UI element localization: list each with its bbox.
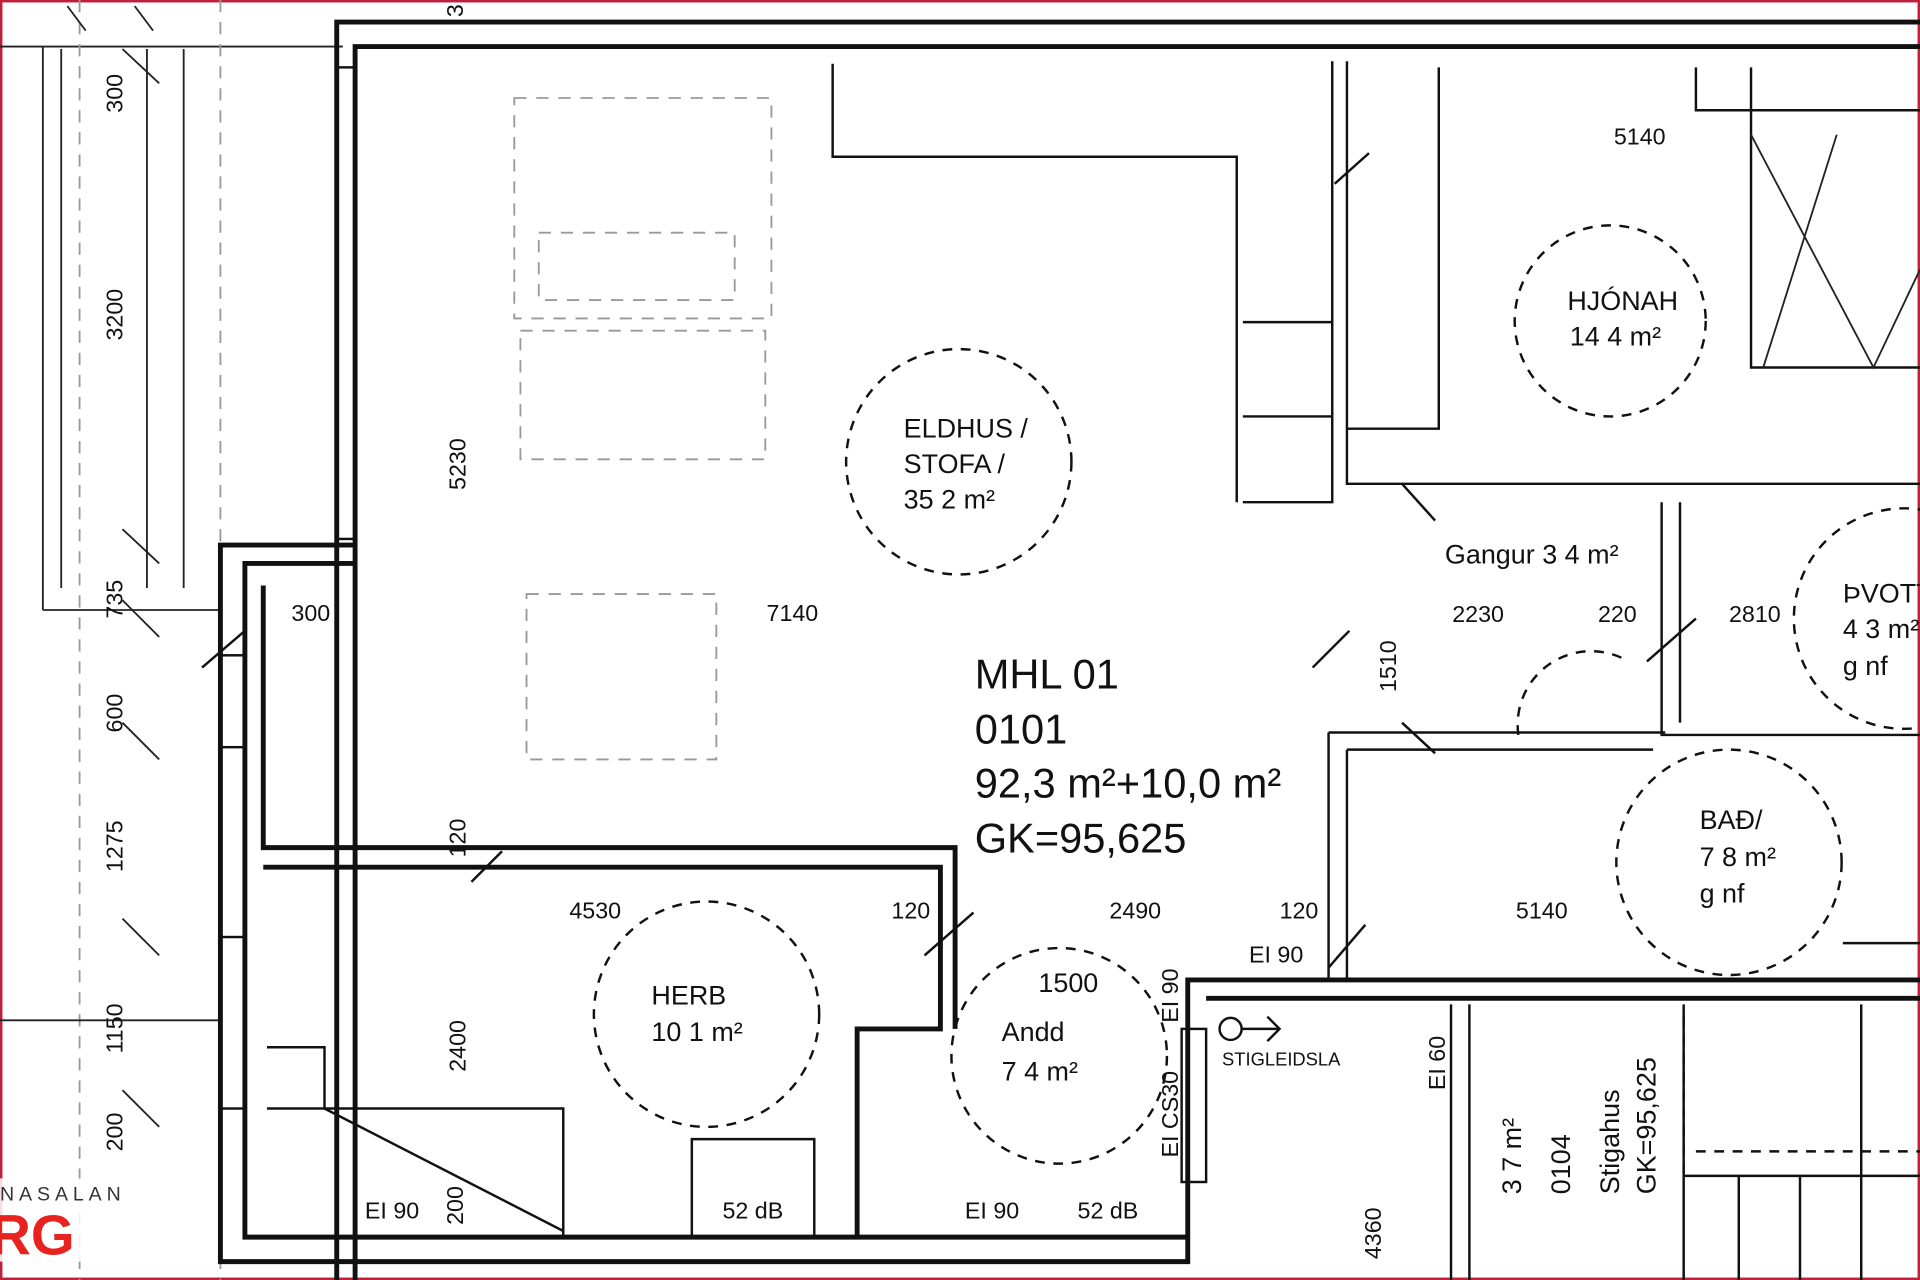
dim-5140-b: 5140 [1516, 898, 1568, 924]
dim-300: 300 [291, 600, 330, 626]
dim-220: 220 [1598, 601, 1637, 627]
dimension-labels: 300 3200 735 600 1275 1150 200 3 5230 30… [101, 4, 1780, 1259]
dim-2230: 2230 [1452, 601, 1504, 627]
dim-120-b: 120 [891, 898, 930, 924]
eics30-label: EI CS30 [1157, 1071, 1183, 1158]
room-hjonah: HJÓNAH [1567, 285, 1678, 316]
room-stigahus-number: 0104 [1546, 1134, 1576, 1194]
dim-7140: 7140 [767, 600, 819, 626]
room-bad-nf: g nf [1700, 879, 1745, 909]
stigleidsla-label: STIGLEIDSLA [1222, 1049, 1341, 1070]
dim-2400: 2400 [444, 1020, 470, 1072]
room-hjonah-area: 14 4 m² [1570, 321, 1661, 351]
dim-120-c: 120 [1280, 898, 1319, 924]
unit-area: 92,3 m²+10,0 m² [975, 759, 1282, 806]
room-herb-area: 10 1 m² [651, 1017, 742, 1047]
agency-logo: NASALAN RG [0, 1178, 138, 1266]
room-bad: BAÐ/ [1700, 805, 1763, 835]
room-pvott-nf: g nf [1843, 651, 1888, 681]
dim-2490: 2490 [1109, 898, 1161, 924]
dim-1275: 1275 [101, 820, 127, 872]
unit-number: 0101 [975, 705, 1068, 752]
dim-2810: 2810 [1729, 601, 1781, 627]
dim-120-a: 120 [444, 819, 470, 858]
unit-info: MHL 01 0101 92,3 m²+10,0 m² GK=95,625 [975, 650, 1282, 861]
room-markers [592, 224, 1920, 1165]
room-eldhus-2: STOFA / [904, 449, 1006, 479]
room-andd-area: 7 4 m² [1002, 1056, 1078, 1086]
dim-4530: 4530 [569, 898, 621, 924]
dim-300-top: 300 [101, 74, 127, 113]
unit-gk: GK=95,625 [975, 815, 1187, 862]
walls [217, 19, 1920, 1280]
db-label: 52 dB [1078, 1198, 1139, 1224]
room-eldhus-area: 35 2 m² [904, 484, 995, 514]
fire-acoustic-labels: STIGLEIDSLA EI 90 EI 90 EI 90 EI 90 EI 6… [365, 942, 1450, 1224]
dim-4360: 4360 [1360, 1207, 1386, 1259]
dim-5230: 5230 [444, 438, 470, 490]
room-gangur: Gangur 3 4 m² [1445, 539, 1619, 569]
room-labels: ELDHUS / STOFA / 35 2 m² HJÓNAH 14 4 m² … [651, 285, 1920, 1194]
room-stigahus-gk: GK=95,625 [1632, 1057, 1662, 1194]
ei60-label: EI 60 [1424, 1036, 1450, 1090]
room-stigahus-area: 3 7 m² [1497, 1118, 1527, 1194]
ei90-label: EI 90 [365, 1198, 419, 1224]
db-label: 52 dB [722, 1198, 783, 1224]
room-stigahus-name: Stigahus [1595, 1089, 1625, 1194]
dimension-ticks [201, 152, 1697, 969]
room-pvott: ÞVOTT [1843, 579, 1920, 609]
furniture [513, 97, 773, 761]
room-eldhus-1: ELDHUS / [904, 413, 1029, 443]
dim-1510: 1510 [1375, 640, 1401, 692]
ei90-label: EI 90 [1249, 942, 1303, 968]
dim-200: 200 [442, 1186, 468, 1225]
room-andd-dim: 1500 [1038, 968, 1098, 998]
room-herb: HERB [651, 980, 726, 1010]
unit-title: MHL 01 [975, 650, 1119, 697]
room-bad-area: 7 8 m² [1700, 842, 1776, 872]
dim-3: 3 [442, 4, 468, 17]
logo-line1: NASALAN [0, 1183, 126, 1205]
ei90-label: EI 90 [965, 1198, 1019, 1224]
dim-5140-a: 5140 [1614, 124, 1666, 150]
dim-1150: 1150 [101, 1003, 127, 1053]
dim-200-left: 200 [101, 1113, 127, 1152]
dim-600: 600 [101, 694, 127, 733]
dim-735: 735 [101, 580, 127, 619]
ei90-label: EI 90 [1157, 968, 1183, 1022]
balcony [0, 0, 343, 1280]
logo-line2: RG [0, 1203, 75, 1266]
room-pvott-area: 4 3 m² [1843, 614, 1919, 644]
dim-3200: 3200 [101, 289, 127, 341]
room-andd: Andd [1002, 1017, 1065, 1047]
